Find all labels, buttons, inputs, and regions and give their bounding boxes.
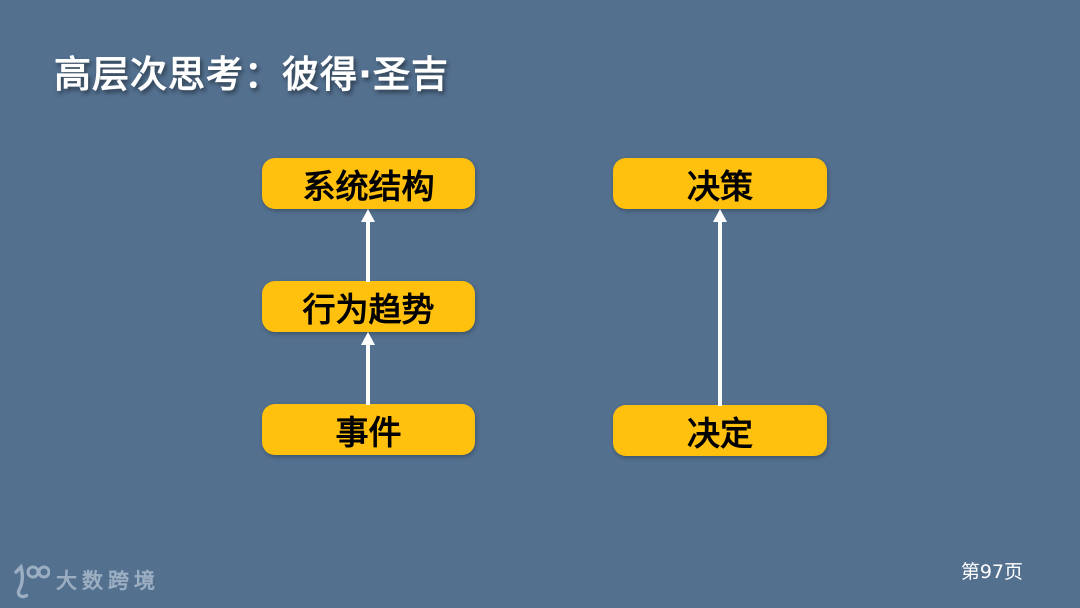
arrow-up-icon <box>712 209 728 406</box>
page-number: 第97页 <box>960 561 1023 583</box>
arrow-up-icon <box>360 332 376 405</box>
diagram-node-system-structure: 系统结构 <box>262 158 475 209</box>
slide-title: 高层次思考：彼得·圣吉 <box>54 53 450 96</box>
watermark-logo: 大数跨境 <box>8 560 160 600</box>
diagram-node-decision-making: 决策 <box>613 158 827 209</box>
watermark-logo-text: 大数跨境 <box>56 569 160 593</box>
logo-100-swoosh-icon <box>8 560 50 600</box>
diagram-node-event: 事件 <box>262 404 475 455</box>
diagram-node-decision: 决定 <box>613 405 827 456</box>
diagram-node-behavior-trend: 行为趋势 <box>262 281 475 332</box>
arrow-up-icon <box>360 209 376 282</box>
